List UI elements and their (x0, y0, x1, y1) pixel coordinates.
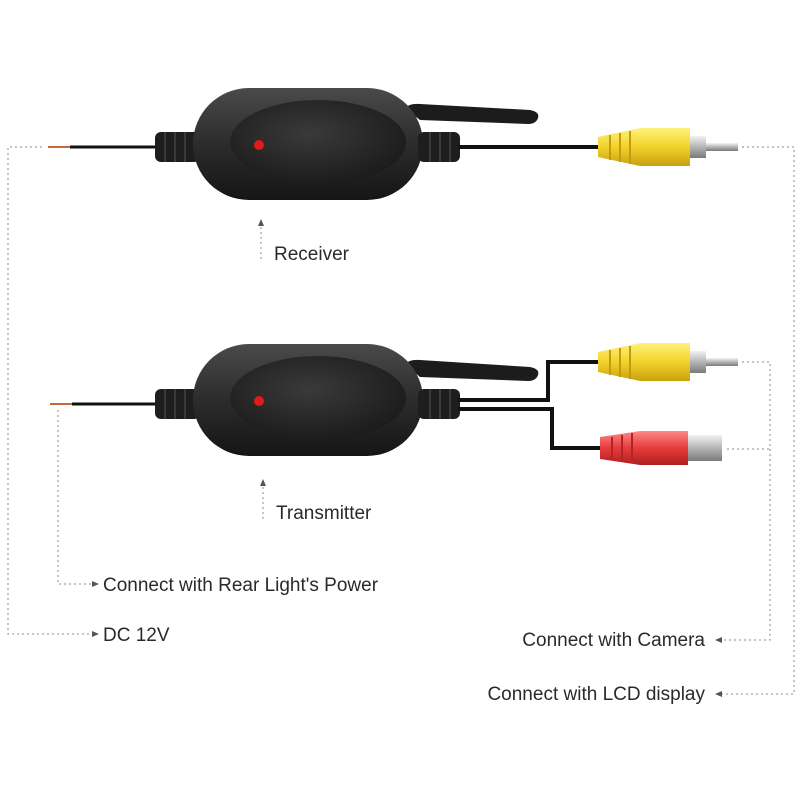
dc-12v-label: DC 12V (103, 625, 170, 646)
receiver-label-group: Receiver (258, 219, 350, 265)
camera-label: Connect with Camera (522, 630, 705, 651)
receiver-module (48, 88, 738, 200)
transmitter-left-strain-relief (155, 389, 200, 419)
transmitter-module (50, 343, 738, 465)
rear-light-arrow-icon (92, 581, 99, 587)
transmitter-right-strain-relief (418, 389, 460, 419)
transmitter-rca-plug-icon (598, 343, 738, 381)
receiver-body (193, 88, 423, 200)
receiver-antenna (405, 103, 539, 124)
dc-12v-leader (7, 146, 99, 637)
lcd-display-label: Connect with LCD display (487, 684, 705, 705)
dc-12v-arrow-icon (92, 631, 99, 637)
transmitter-label-group: Transmitter (260, 479, 372, 524)
transmitter-antenna (405, 359, 539, 381)
receiver-right-strain-relief (418, 132, 460, 162)
receiver-led-icon (254, 140, 264, 150)
camera-arrow-icon (715, 637, 722, 643)
rear-light-power-label: Connect with Rear Light's Power (103, 575, 379, 596)
receiver-left-strain-relief (155, 132, 200, 162)
transmitter-label: Transmitter (276, 503, 372, 524)
transmitter-dc-plug-icon (600, 431, 722, 465)
camera-leader (715, 361, 771, 643)
transmitter-led-icon (254, 396, 264, 406)
transmitter-body (193, 344, 423, 456)
receiver-label: Receiver (274, 244, 350, 265)
receiver-rca-plug-icon (598, 128, 738, 166)
transmitter-arrow-icon (260, 479, 266, 486)
lcd-leader (715, 146, 795, 697)
receiver-arrow-icon (258, 219, 264, 226)
rear-light-leader (57, 410, 99, 587)
transmitter-split-cables (458, 360, 602, 450)
lcd-arrow-icon (715, 691, 722, 697)
